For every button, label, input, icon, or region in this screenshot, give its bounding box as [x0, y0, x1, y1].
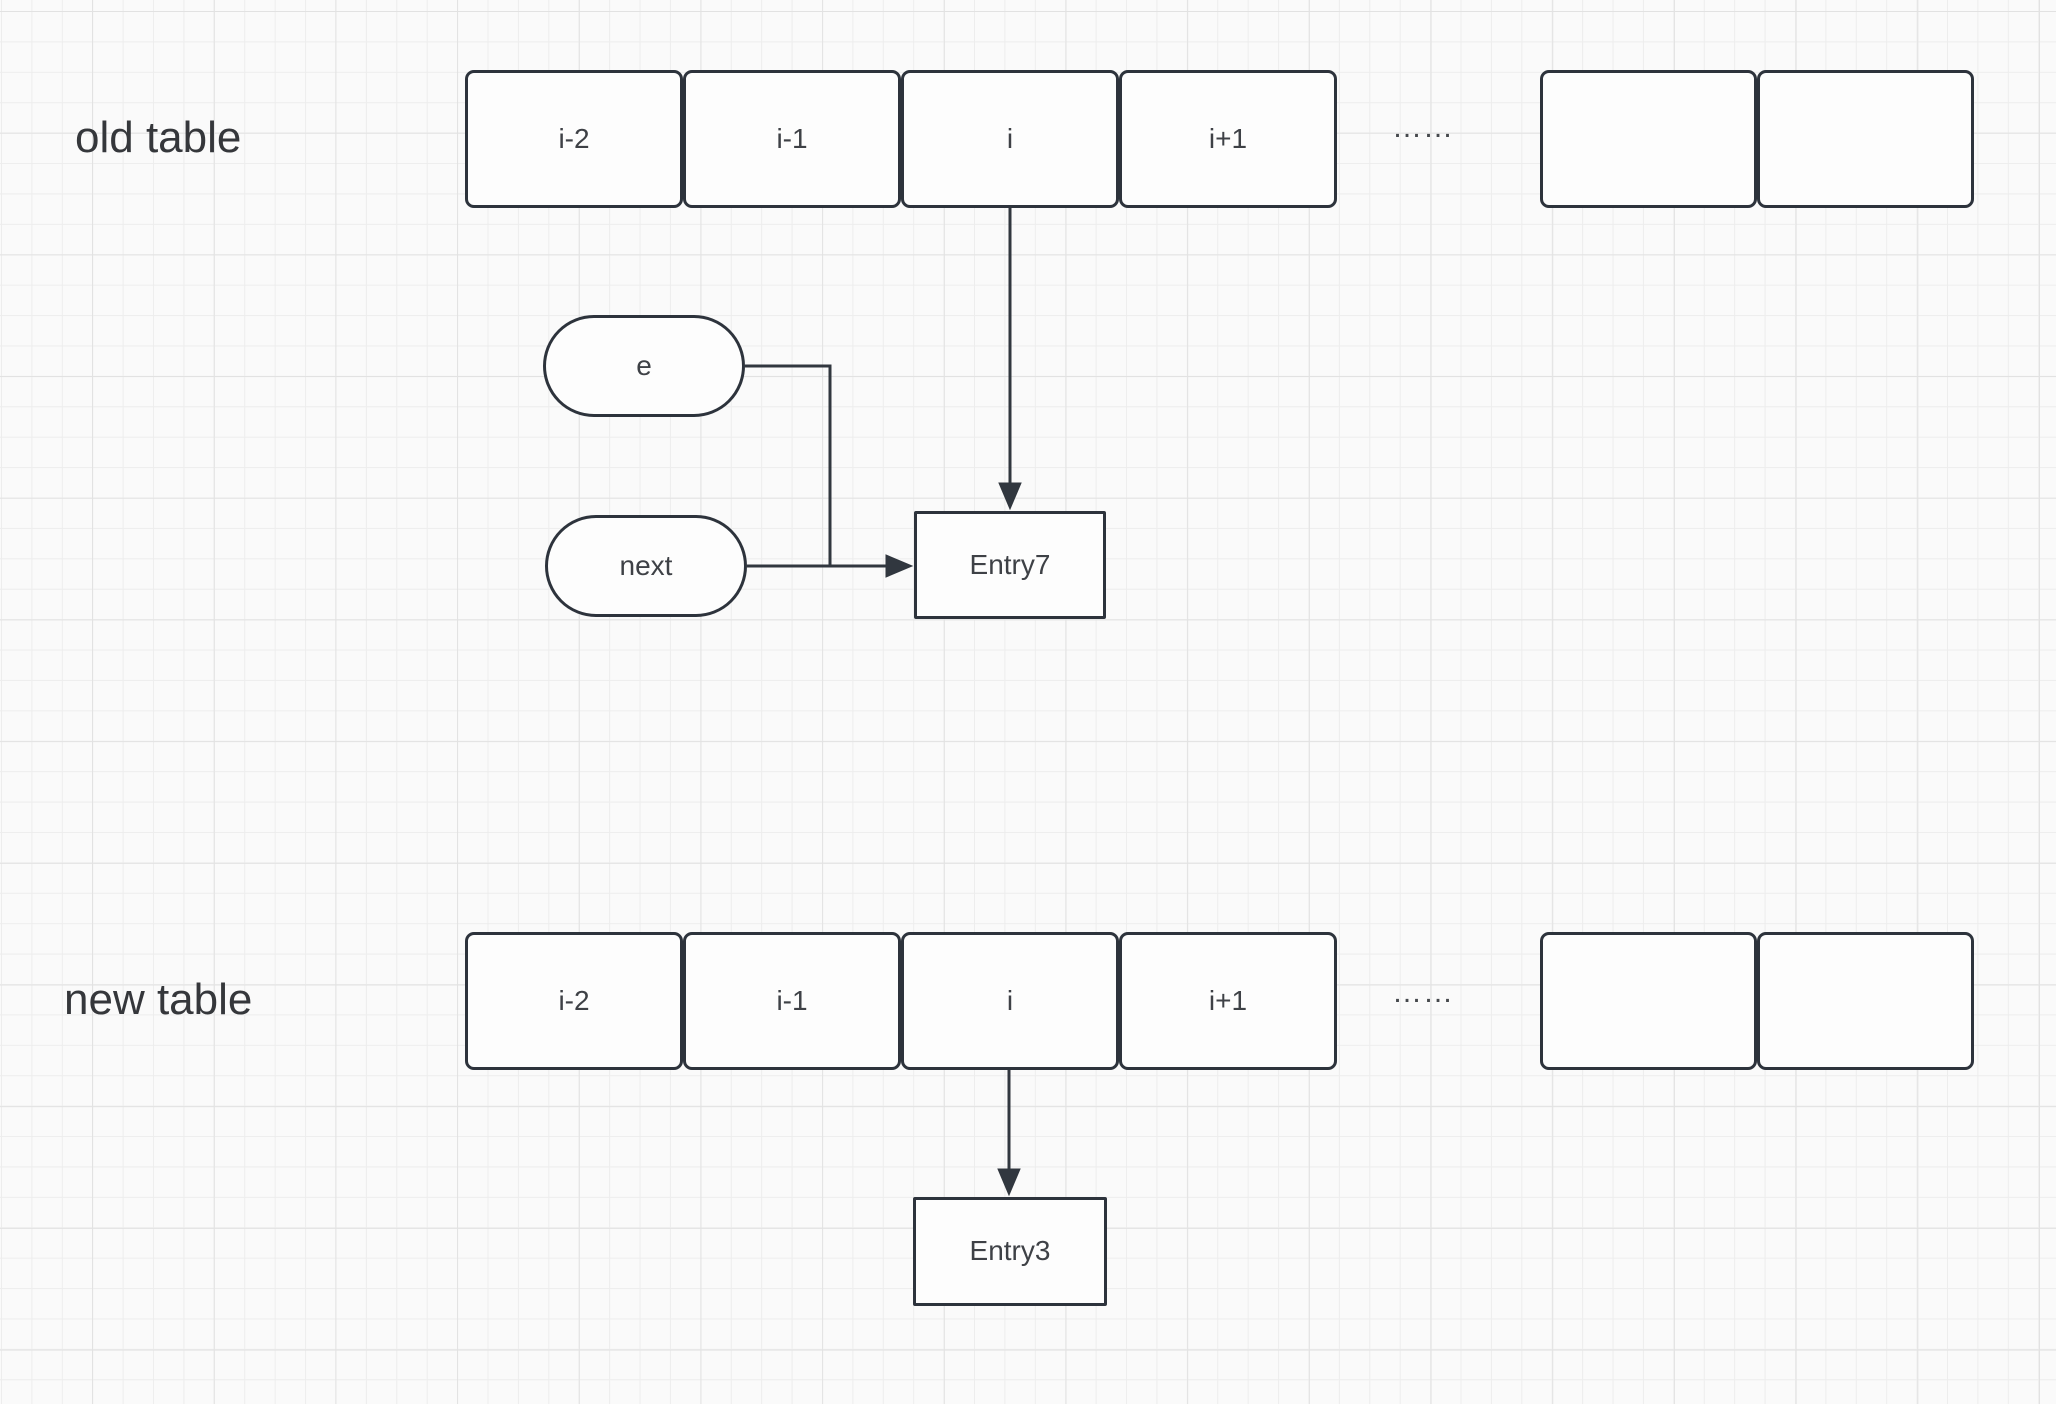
entry3-box[interactable]: Entry3 [913, 1197, 1107, 1306]
pointer-label: next [619, 549, 673, 581]
new-table-cell-i-1[interactable]: i-1 [683, 932, 901, 1070]
connector-e-elbow[interactable] [745, 364, 832, 566]
cell-label: i+1 [1208, 122, 1248, 154]
cell-label: i-1 [776, 122, 808, 154]
cell-label: i-1 [776, 984, 808, 1016]
arrow-new-i-to-entry3[interactable] [997, 1070, 1021, 1197]
pointer-next-capsule[interactable]: next [545, 515, 747, 617]
arrow-next-to-entry7[interactable] [747, 554, 914, 578]
old-table-cell-i-1[interactable]: i-1 [683, 70, 901, 208]
pointer-label: e [636, 349, 652, 381]
new-table-tail-cell-1[interactable] [1540, 932, 1757, 1070]
cell-label: i-2 [558, 984, 590, 1016]
new-table-cell-i-plus-1[interactable]: i+1 [1119, 932, 1337, 1070]
entry-label: Entry3 [969, 1235, 1051, 1267]
arrowhead [997, 1168, 1021, 1197]
old-table-tail-cell-2[interactable] [1757, 70, 1974, 208]
arrow-old-i-to-entry7[interactable] [998, 208, 1022, 511]
old-table-cell-i-plus-1[interactable]: i+1 [1119, 70, 1337, 208]
cell-label: i [1006, 122, 1014, 154]
arrowhead [885, 554, 914, 578]
old-table-tail-cell-1[interactable] [1540, 70, 1757, 208]
arrowhead [998, 482, 1022, 511]
old-table-cell-i[interactable]: i [901, 70, 1119, 208]
old-table-ellipsis[interactable]: …… [1392, 111, 1454, 144]
old-table-label[interactable]: old table [75, 113, 242, 162]
new-table-cell-i-2[interactable]: i-2 [465, 932, 683, 1070]
entry7-box[interactable]: Entry7 [914, 511, 1106, 619]
new-table-ellipsis[interactable]: …… [1392, 976, 1454, 1009]
new-table-cell-i[interactable]: i [901, 932, 1119, 1070]
entry-label: Entry7 [969, 548, 1051, 580]
old-table-cell-i-2[interactable]: i-2 [465, 70, 683, 208]
pointer-e-capsule[interactable]: e [543, 315, 745, 417]
new-table-tail-cell-2[interactable] [1757, 932, 1974, 1070]
cell-label: i+1 [1208, 984, 1248, 1016]
new-table-label[interactable]: new table [64, 975, 253, 1024]
cell-label: i [1006, 984, 1014, 1016]
cell-label: i-2 [558, 122, 590, 154]
